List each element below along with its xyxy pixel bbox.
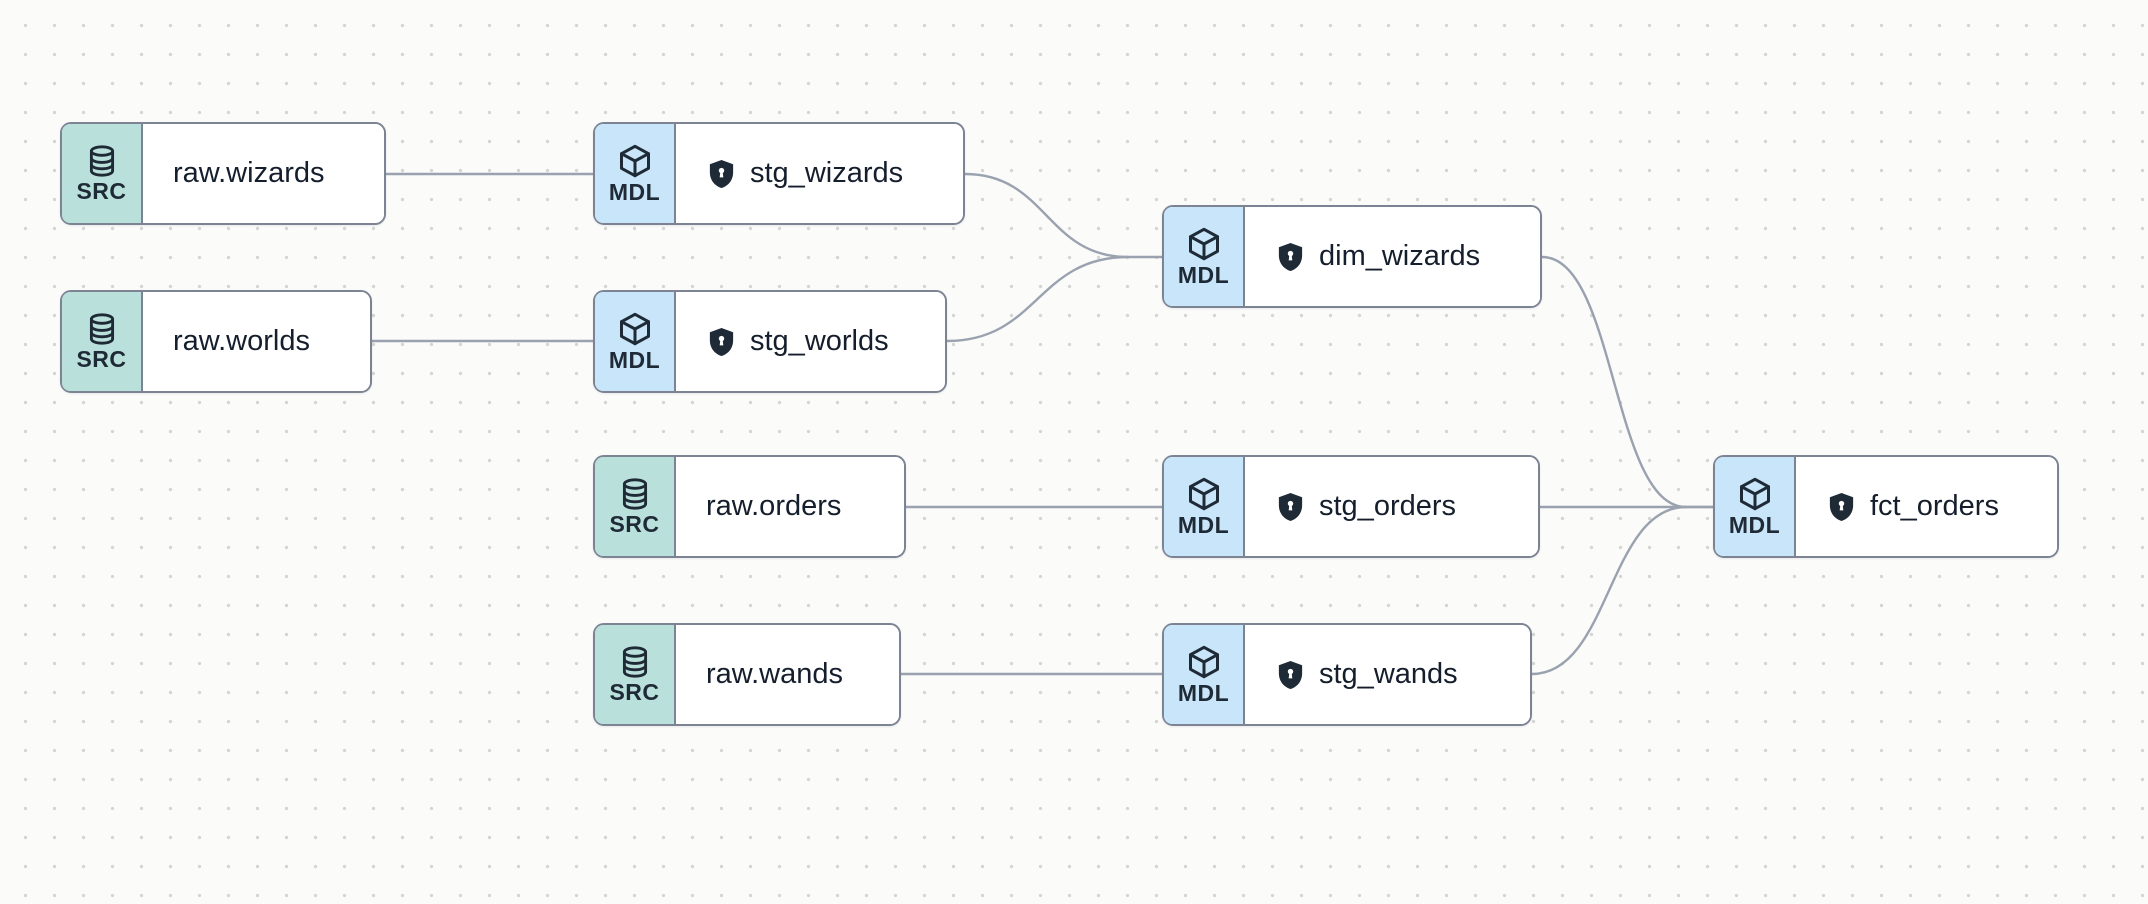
node-body: stg_wands <box>1245 625 1530 724</box>
edge-stg-wizards-dim-wizards <box>964 172 1162 259</box>
shield-lock-icon <box>1275 491 1306 522</box>
badge-label: MDL <box>1177 262 1230 288</box>
model-type-badge: MDL <box>1164 207 1245 306</box>
node-label: raw.wizards <box>173 157 325 189</box>
node-body: raw.wizards <box>143 124 384 223</box>
shield-lock-icon <box>706 158 737 189</box>
cube-icon <box>1186 476 1222 512</box>
node-stg-wizards[interactable]: MDL stg_wizards <box>593 122 965 225</box>
node-label: stg_orders <box>1319 490 1457 522</box>
node-body: raw.worlds <box>143 292 370 391</box>
model-type-badge: MDL <box>1164 625 1245 724</box>
node-dim-wizards[interactable]: MDL dim_wizards <box>1162 205 1542 308</box>
model-type-badge: MDL <box>1715 457 1796 556</box>
node-body: stg_worlds <box>676 292 945 391</box>
node-body: stg_wizards <box>676 124 963 223</box>
node-label: dim_wizards <box>1319 240 1481 272</box>
edge-stg-worlds-dim-wizards <box>946 255 1129 343</box>
edge-dim-wizards-fct-orders <box>1541 255 1713 509</box>
cube-icon <box>1186 226 1222 262</box>
node-raw-wands[interactable]: SRC raw.wands <box>593 623 901 726</box>
node-label: raw.orders <box>706 490 842 522</box>
node-label: stg_wizards <box>750 157 904 189</box>
database-icon <box>618 645 652 679</box>
node-label: stg_worlds <box>750 325 889 357</box>
node-stg-wands[interactable]: MDL stg_wands <box>1162 623 1532 726</box>
node-body: raw.wands <box>676 625 899 724</box>
node-body: raw.orders <box>676 457 904 556</box>
database-icon <box>85 144 119 178</box>
model-type-badge: MDL <box>1164 457 1245 556</box>
cube-icon <box>617 143 653 179</box>
database-icon <box>618 477 652 511</box>
shield-lock-icon <box>1275 659 1306 690</box>
model-type-badge: MDL <box>595 124 676 223</box>
database-icon <box>85 312 119 346</box>
badge-label: MDL <box>1728 512 1781 538</box>
badge-label: SRC <box>609 511 660 537</box>
node-body: stg_orders <box>1245 457 1538 556</box>
badge-label: SRC <box>76 346 127 372</box>
cube-icon <box>1186 644 1222 680</box>
badge-label: MDL <box>608 179 661 205</box>
badge-label: MDL <box>608 347 661 373</box>
source-type-badge: SRC <box>595 457 676 556</box>
source-type-badge: SRC <box>595 625 676 724</box>
source-type-badge: SRC <box>62 124 143 223</box>
node-label: fct_orders <box>1870 490 1999 522</box>
node-raw-wizards[interactable]: SRC raw.wizards <box>60 122 386 225</box>
node-label: raw.worlds <box>173 325 310 357</box>
node-raw-worlds[interactable]: SRC raw.worlds <box>60 290 372 393</box>
cube-icon <box>1737 476 1773 512</box>
node-raw-orders[interactable]: SRC raw.orders <box>593 455 906 558</box>
node-fct-orders[interactable]: MDL fct_orders <box>1713 455 2059 558</box>
shield-lock-icon <box>706 326 737 357</box>
shield-lock-icon <box>1826 491 1857 522</box>
node-body: fct_orders <box>1796 457 2057 556</box>
edge-stg-wands-fct-orders <box>1531 505 1687 676</box>
badge-label: SRC <box>76 178 127 204</box>
node-stg-worlds[interactable]: MDL stg_worlds <box>593 290 947 393</box>
node-body: dim_wizards <box>1245 207 1540 306</box>
source-type-badge: SRC <box>62 292 143 391</box>
badge-label: SRC <box>609 679 660 705</box>
node-label: raw.wands <box>706 658 844 690</box>
node-label: stg_wands <box>1319 658 1458 690</box>
badge-label: MDL <box>1177 680 1230 706</box>
badge-label: MDL <box>1177 512 1230 538</box>
shield-lock-icon <box>1275 241 1306 272</box>
cube-icon <box>617 311 653 347</box>
node-stg-orders[interactable]: MDL stg_orders <box>1162 455 1540 558</box>
model-type-badge: MDL <box>595 292 676 391</box>
